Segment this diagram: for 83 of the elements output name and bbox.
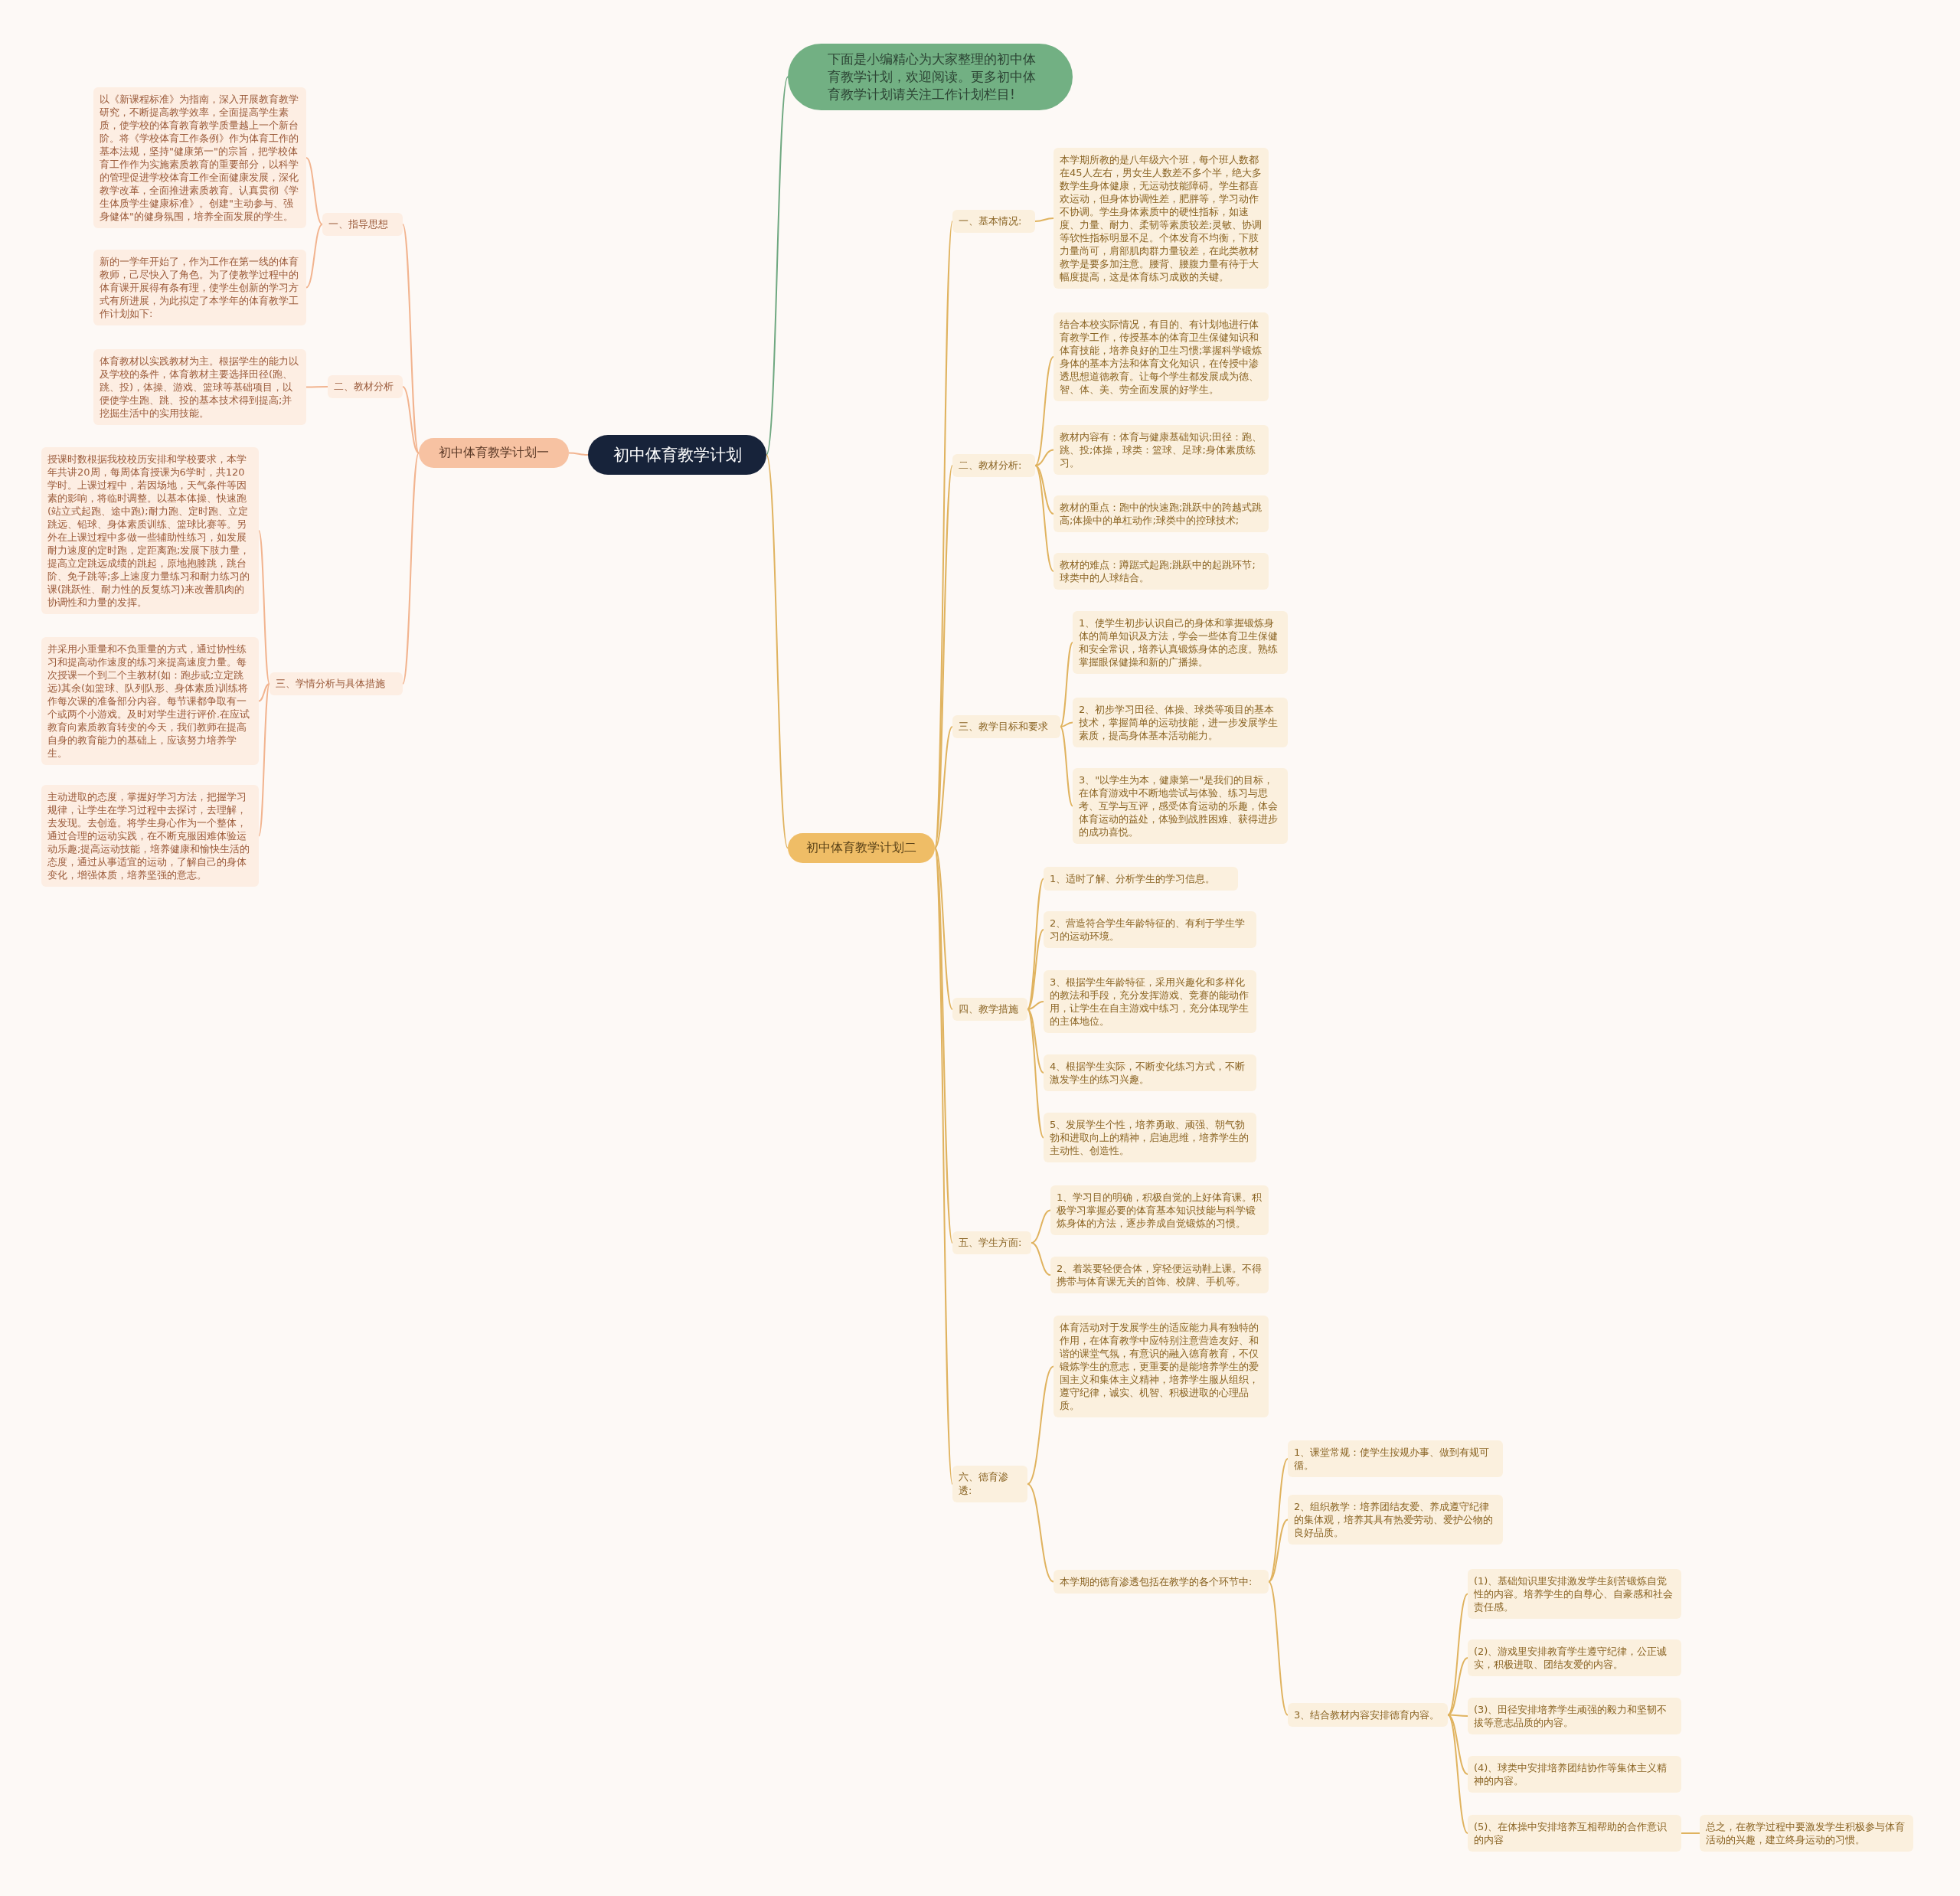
connector bbox=[1034, 465, 1054, 572]
connector bbox=[1034, 449, 1054, 466]
intro-bubble: 下面是小编精心为大家整理的初中体育教学计划，欢迎阅读。更多初中体育教学计划请关注工作计划栏目! bbox=[788, 44, 1073, 110]
connector bbox=[305, 224, 323, 289]
text-card: 以《新课程标准》为指南，深入开展教育教学研究，不断提高教学效率，全面提高学生素质，使学校的体育教育教学质量越上一个新台阶。将《学校体育工作条例》作为体育工作的基本法规，坚持"健康第一"的宗旨，把学校体育工作作为实施素质教育的重要部分，以科学的管理促进学校体育工作全面健康发展，深化教学改革，全面推进素质教育。认真贯彻《学生体质学生健康标准》。创建"主动参与、强身健体"的健身氛围，培养全面发展的学生。 bbox=[93, 87, 306, 228]
connector bbox=[305, 386, 328, 388]
subtopic-label: 一、指导思想 bbox=[322, 213, 403, 236]
text-card: 并采用小重量和不负重量的方式，通过协性练习和提高动作速度的练习来提高速度力量。每次授课一个到二个主教材(如：跑步或;立定跳远)其余(如篮球、队列队形、身体素质)训练将作每次课的准备部分内容。每节课都争取有一个或两个小游戏。及时对学生进行评价.在应试教育向素质教育转变的今天，我们教师在提高自身的教育能力的基础上，应该努力培养学生。 bbox=[41, 637, 259, 765]
connector bbox=[1031, 1242, 1051, 1276]
text-card: 5、发展学生个性，培养勇敢、顽强、朝气勃勃和进取向上的精神，启迪思维，培养学生的主动性、创造性。 bbox=[1044, 1113, 1256, 1162]
text-card: 4、根据学生实际，不断变化练习方式，不断激发学生的练习兴趣。 bbox=[1044, 1054, 1256, 1091]
connector bbox=[1060, 726, 1073, 807]
text-card: (4)、球类中安排培养团结协作等集体主义精神的内容。 bbox=[1468, 1756, 1681, 1793]
connector bbox=[402, 452, 420, 685]
connector bbox=[934, 847, 953, 1010]
text-card: (5)、在体操中安排培养互相帮助的合作意识的内容 bbox=[1468, 1815, 1681, 1852]
connector bbox=[1027, 1008, 1044, 1074]
connector bbox=[1034, 356, 1054, 466]
text-card: 2、营造符合学生年龄特征的、有利于学生学习的运动环境。 bbox=[1044, 911, 1256, 948]
text-card: 1、课堂常规：使学生按规办事、做到有规可循。 bbox=[1288, 1440, 1503, 1477]
text-card: 本学期的德育渗透包括在教学的各个环节中: bbox=[1054, 1570, 1269, 1594]
connector bbox=[1031, 1209, 1051, 1244]
text-card: 2、组织教学：培养团结友爱、养成遵守纪律的集体观，培养其具有热爱劳动、爱护公物的良好品质。 bbox=[1288, 1495, 1503, 1545]
text-card: 新的一学年开始了，作为工作在第一线的体育教师，己尽快入了角色。为了使教学过程中的体育课开展得有条有理，使学生创新的学习方式有所进展，为此拟定了本学年的体育教学工作计划如下: bbox=[93, 250, 306, 325]
connector bbox=[1268, 1518, 1289, 1583]
central-topic: 初中体育教学计划 bbox=[588, 435, 766, 475]
subtopic-label: 四、教学措施 bbox=[952, 998, 1027, 1021]
connector bbox=[1027, 878, 1044, 1010]
text-card: 总之，在教学过程中要激发学生积极参与体育活动的兴趣，建立终身运动的习惯。 bbox=[1700, 1815, 1913, 1852]
text-card: 教材内容有：体育与健康基础知识;田径：跑、跳、投;体操，球类：篮球、足球;身体素质练习。 bbox=[1054, 425, 1269, 475]
connector bbox=[1027, 929, 1044, 1010]
connector bbox=[934, 726, 953, 849]
text-card: 结合本校实际情况，有目的、有计划地进行体育教学工作，传授基本的体育卫生保健知识和体育技能，培养良好的卫生习惯;掌握科学锻炼身体的基本方法和体育文化知识，在传授中渗透思想道德教育。让每个学生都发展成为德、智、体、美、劳全面发展的好学生。 bbox=[1054, 312, 1269, 401]
connector bbox=[1447, 1714, 1468, 1834]
connector bbox=[1060, 642, 1073, 727]
subtopic-label: 二、教材分析: bbox=[952, 454, 1035, 477]
connector bbox=[1447, 1593, 1468, 1716]
text-card: 体育教材以实践教材为主。根据学生的能力以及学校的条件，体育教材主要选择田径(跑、跳、投)，体操、游戏、篮球等基础项目，以便使学生跑、跳、投的基本技术得到提高;并挖掘生活中的实用技能。 bbox=[93, 349, 306, 425]
text-card: 本学期所教的是八年级六个班，每个班人数都在45人左右，男女生人数差不多个半，绝大多数学生身体健康，无运动技能障碍。学生都喜欢运动，但身体协调性差，肥胖等，学习动作不协调。学生身体素质中的硬性指标，如速度、力量、耐力、柔韧等素质较差;灵敏、协调等软性指标明显不足。个体发育不均衡，下肢力量尚可，肩部肌肉群力量较差，在此类教材教学是要多加注意。腰背、腰腹力量有待于大幅度提高，这是体育练习成败的关键。 bbox=[1054, 148, 1269, 289]
connector bbox=[1060, 721, 1073, 727]
text-card: 2、着装要轻便合体，穿轻便运动鞋上课。不得携带与体育课无关的首饰、校牌、手机等。 bbox=[1050, 1257, 1269, 1293]
connector bbox=[1268, 1458, 1289, 1583]
connector bbox=[402, 386, 420, 454]
connector bbox=[1034, 465, 1054, 515]
text-card: 教材的难点：蹲踞式起跑;跳跃中的起跳环节;球类中的人球结合。 bbox=[1054, 553, 1269, 590]
text-card: 3、结合教材内容安排德育内容。 bbox=[1288, 1703, 1448, 1727]
connector bbox=[1447, 1657, 1468, 1716]
text-card: 3、根据学生年龄特征，采用兴趣化和多样化的教法和手段，充分发挥游戏、竞赛的能动作用，让学生在自主游戏中练习，充分体现学生的主体地位。 bbox=[1044, 970, 1256, 1033]
text-card: 2、初步学习田径、体操、球类等项目的基本技术，掌握简单的运动技能，进一步发展学生素质，提高身体基本活动能力。 bbox=[1073, 698, 1288, 747]
connector bbox=[1027, 1008, 1044, 1139]
connector bbox=[1027, 1365, 1054, 1485]
text-card: (3)、田径安排培养学生顽强的毅力和坚韧不拔等意志品质的内容。 bbox=[1468, 1698, 1681, 1734]
connector bbox=[568, 452, 589, 456]
subtopic-label: 二、教材分析 bbox=[328, 375, 403, 398]
text-card: 3、"以学生为本，健康第一"是我们的目标，在体育游戏中不断地尝试与体验、练习与思考、互学与互评，感受体育运动的乐趣，体会体育运动的益处，体验到战胜困难、获得进步的成功喜悦。 bbox=[1073, 768, 1288, 844]
text-card: 主动进取的态度，掌握好学习方法，把握学习规律，让学生在学习过程中去探讨，去理解，去发现。去创造。将学生身心作为一个整体，通过合理的运动实践，在不断克服困难体验运动乐趣;提高运动技能，培养健康和愉快生活的态度，通过从事适宜的运动，了解自己的身体变化，增强体质，培养坚强的意志。 bbox=[41, 785, 259, 887]
text-card: (2)、游戏里安排教育学生遵守纪律，公正诚实，积极进取、团结友爱的内容。 bbox=[1468, 1639, 1681, 1676]
connector bbox=[1027, 1483, 1054, 1583]
branch-topic: 初中体育教学计划一 bbox=[419, 438, 569, 468]
text-card: (1)、基础知识里安排激发学生刻苦锻炼自觉性的内容。培养学生的自尊心、自豪感和社会责任感。 bbox=[1468, 1569, 1681, 1619]
connector bbox=[258, 683, 270, 702]
text-card: 教材的重点：跑中的快速跑;跳跃中的跨越式跳高;体操中的单杠动作;球类中的控球技术; bbox=[1054, 495, 1269, 532]
subtopic-label: 五、学生方面: bbox=[952, 1231, 1031, 1254]
connector bbox=[766, 76, 789, 456]
text-card: 1、适时了解、分析学生的学习信息。 bbox=[1044, 867, 1238, 891]
text-card: 体育活动对于发展学生的适应能力具有独特的作用，在体育教学中应特别注意营造友好、和谐的课堂气氛，有意识的融入德育教育，不仅锻炼学生的意志，更重要的是能培养学生的爱国主义和集体主义精神，培养学生服从组织，遵守纪律，诚实、机智、积极进取的心理品质。 bbox=[1054, 1316, 1269, 1417]
text-card: 授课时数根据我校校历安排和学校要求，本学年共讲20周，每周体育授课为6学时，共120学时。上课过程中，若因场地，天气条件等因素的影响，将临时调整。以基本体操、快速跑(站立式起跑、途中跑);耐力跑、定时跑、立定跳远、铅球、身体素质训练、篮球比赛等。另外在上课过程中多做一些辅助性练习，如发展耐力速度的定时跑，定距离跑;发展下肢力量，提高立定跳远成绩的跳起，原地抱膝跳，跳台阶、免子跳等;多上速度力量练习和耐力练习的课(跳跃性、耐力性的反复练习)来改善肌肉的协调性和力量的发挥。 bbox=[41, 447, 259, 614]
text-card: 1、使学生初步认识自己的身体和掌握锻炼身体的简单知识及方法，学会一些体育卫生保健和安全常识，培养认真锻炼身体的态度。熟练掌握眼保健操和新的广播操。 bbox=[1073, 611, 1288, 674]
connector bbox=[1681, 1832, 1700, 1834]
branch-topic: 初中体育教学计划二 bbox=[788, 833, 935, 863]
connector bbox=[1447, 1714, 1468, 1775]
connector bbox=[1268, 1581, 1289, 1716]
subtopic-label: 三、学情分析与具体措施 bbox=[270, 672, 403, 695]
subtopic-label: 一、基本情况: bbox=[952, 210, 1035, 233]
subtopic-label: 六、德育渗透: bbox=[952, 1466, 1027, 1502]
connector bbox=[258, 530, 270, 685]
subtopic-label: 三、教学目标和要求 bbox=[952, 715, 1060, 738]
connector bbox=[1034, 217, 1054, 222]
text-card: 1、学习目的明确，积极自觉的上好体育课。积极学习掌握必要的体育基本知识技能与科学锻炼身体的方法，逐步养成自觉锻炼的习惯。 bbox=[1050, 1185, 1269, 1235]
connector bbox=[305, 157, 323, 225]
connector bbox=[766, 454, 789, 849]
connector bbox=[1027, 1001, 1044, 1010]
connector bbox=[258, 683, 270, 837]
